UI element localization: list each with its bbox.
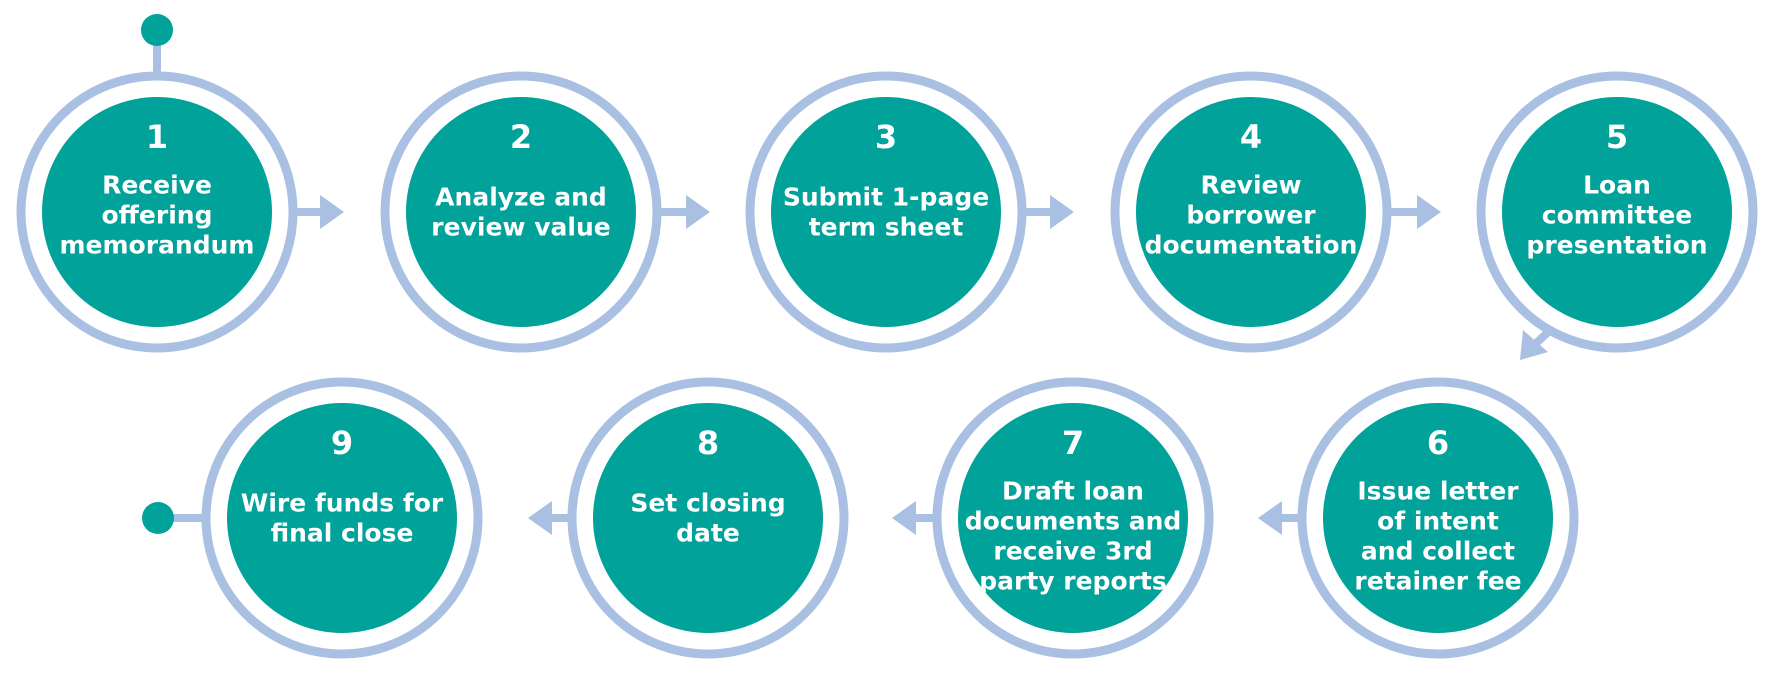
step-circle (406, 97, 636, 327)
step-label-line: and collect (1361, 537, 1515, 566)
step-label-line: term sheet (809, 213, 964, 242)
step-circle (227, 403, 457, 633)
connector-1-2 (294, 195, 344, 229)
step-circle (1502, 97, 1732, 327)
step-circle (1323, 403, 1553, 633)
step-label-line: Issue letter (1357, 477, 1519, 506)
step-circle (593, 403, 823, 633)
step-label-line: memorandum (60, 231, 255, 260)
step-number: 8 (697, 424, 719, 462)
step-label-line: final close (271, 519, 414, 548)
connector-4-5 (1391, 195, 1441, 229)
step-number: 9 (331, 424, 353, 462)
step-label-line: retainer fee (1354, 567, 1521, 596)
step-number: 3 (875, 118, 897, 156)
connector-2-3 (660, 195, 710, 229)
step-label-line: date (676, 519, 740, 548)
step-label-line: offering (102, 201, 213, 230)
step-number: 5 (1606, 118, 1628, 156)
step-label-line: Set closing (630, 489, 785, 518)
step-label-line: borrower (1186, 201, 1316, 230)
step-label-line: of intent (1377, 507, 1499, 536)
step-label-line: party reports (979, 567, 1167, 596)
step-number: 2 (510, 118, 532, 156)
step-label-line: Analyze and (435, 183, 607, 212)
step-number: 6 (1427, 424, 1449, 462)
step-label-line: Review (1200, 171, 1301, 200)
step-label-line: receive 3rd (993, 537, 1152, 566)
step-label-line: Loan (1583, 171, 1651, 200)
step-number: 1 (146, 118, 168, 156)
start-dot (141, 14, 173, 46)
step-number: 7 (1062, 424, 1084, 462)
step-circle (42, 97, 272, 327)
step-label-line: presentation (1526, 231, 1707, 260)
step-label-line: Submit 1-page (783, 183, 989, 212)
step-number: 4 (1240, 118, 1262, 156)
step-label-line: review value (431, 213, 610, 242)
end-dot (142, 502, 174, 534)
step-label-line: documents and (965, 507, 1182, 536)
step-label-line: documentation (1145, 231, 1358, 260)
step-label-line: Draft loan (1002, 477, 1144, 506)
step-circle (1136, 97, 1366, 327)
step-circle (771, 97, 1001, 327)
step-label-line: Receive (102, 171, 212, 200)
step-label-line: committee (1542, 201, 1692, 230)
connector-3-4 (1024, 195, 1074, 229)
step-circle (958, 403, 1188, 633)
step-label-line: Wire funds for (241, 489, 444, 518)
